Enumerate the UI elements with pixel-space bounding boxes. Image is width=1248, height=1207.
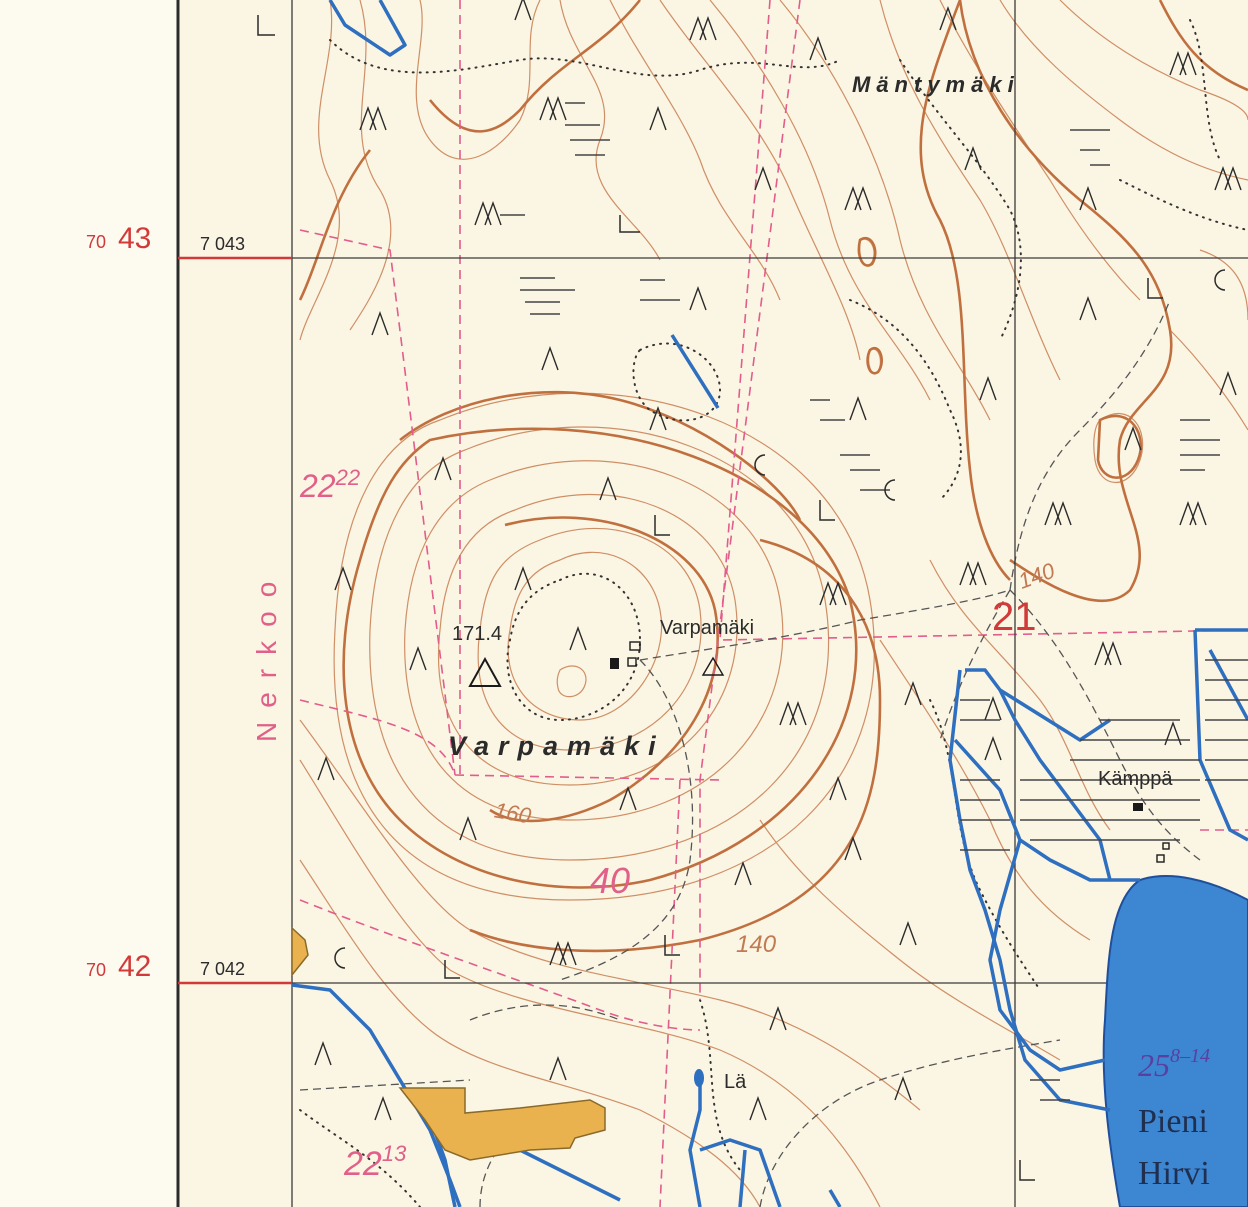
triangulation-point-icon [468,656,502,687]
northing-major-bottom: 42 [118,950,151,983]
parish-name-nerkoo: Nerkoo [251,568,282,742]
small-triangle-icon [701,656,725,676]
lake-name-hirvi: Hirvi [1138,1155,1210,1192]
northing-prefix-bottom: 70 [86,960,106,980]
property-number-top: 2222 [299,465,360,504]
property-number-bottom-main: 22 [343,1145,382,1183]
property-number-bottom-sup: 13 [382,1141,407,1166]
place-name-la: Lä [724,1071,747,1093]
property-number-top-sup: 22 [335,465,360,490]
terrain-glyphs [257,15,1226,1181]
northing-full-bottom: 7 042 [200,959,245,979]
lake-elevation-label: 258–14 [1138,1045,1210,1083]
lake [1102,875,1248,1207]
conifer-tree-symbol [314,0,1242,1121]
northing-prefix-top: 70 [86,232,106,252]
marsh-hatch-symbol [500,102,1248,1101]
place-name-varpamaki-small: Varpamäki [660,617,754,639]
place-name-mantymaki: Mäntymäki [852,72,1020,97]
contour-lines [299,0,1248,1207]
lake-name-pieni: Pieni [1138,1103,1208,1140]
place-name-varpamaki-large: Varpamäki [448,731,665,761]
summit-height: 171.4 [452,623,502,645]
grid-square-number: 21 [992,595,1037,639]
property-number-bottom: 2213 [343,1141,407,1183]
cultivated-fields [291,926,606,1161]
contour-label-140-south: 140 [736,931,777,958]
place-name-kamppa: Kämppä [1098,768,1173,790]
property-number-top-main: 22 [299,468,336,504]
streams [291,0,1248,1207]
northing-full-top: 7 043 [200,234,245,254]
northing-major-top: 43 [118,222,151,255]
index-contours [298,0,1248,953]
building-symbol [610,641,1170,1087]
grid-lines [291,0,1248,1207]
lake-elevation-main: 25 [1138,1047,1170,1083]
contour-label-40: 40 [590,860,630,901]
lake-elevation-sup: 8–14 [1170,1045,1210,1067]
boundary-lines [299,0,1248,1207]
